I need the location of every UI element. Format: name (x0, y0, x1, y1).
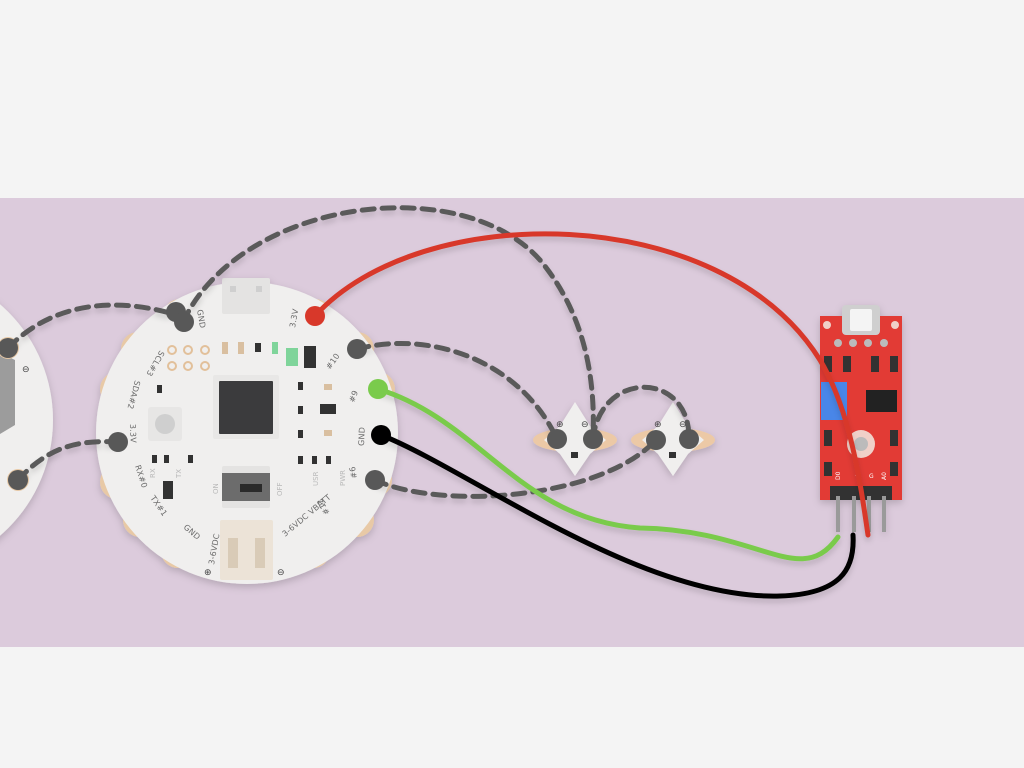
comparator-chip (866, 390, 897, 412)
partial-board-minus-label: ⊖ (22, 365, 30, 375)
solder-points (167, 345, 210, 371)
signal-wire-pad9-to-sensor[interactable] (375, 386, 841, 562)
endpoint-pad6[interactable] (365, 470, 385, 490)
battery-connector (220, 520, 273, 580)
label-gnd-right: GND (357, 427, 367, 446)
dashed-wire-partial-to-gnd[interactable] (5, 302, 183, 351)
sensor-pin-d0-label: D0 (835, 471, 842, 480)
led-rx-label: RX (149, 468, 157, 478)
sensor-pin-a0-label: A0 (881, 472, 888, 480)
neopixel-1-minus-label: ⊖ (581, 420, 589, 430)
battery-plus-label: ⊕ (204, 568, 212, 578)
switch-off-label: OFF (276, 482, 284, 496)
led-tx-label: TX (175, 469, 183, 479)
endpoint-3v3-left[interactable] (108, 432, 128, 452)
wire-endpoints (0, 302, 699, 490)
smd-components (152, 342, 336, 499)
usb-connector (222, 278, 270, 314)
power-wire-3v3-to-sensor[interactable] (312, 231, 871, 538)
slide-switch[interactable] (222, 466, 270, 508)
label-pad6: #6 (348, 466, 359, 480)
battery-minus-label: ⊖ (277, 568, 285, 578)
neopixel-2-minus-label: ⊖ (679, 420, 687, 430)
endpoint-neopixel-2-in[interactable] (646, 430, 666, 450)
led-pwr-label: PWR (339, 470, 347, 486)
sensor-pin-g-label: G (869, 473, 874, 480)
dashed-wire-pad10-to-neopixel[interactable] (354, 341, 560, 442)
dashed-wire-partial-to-3v3[interactable] (15, 439, 121, 483)
endpoint-gnd-top-b[interactable] (174, 312, 194, 332)
switch-on-label: ON (212, 483, 220, 494)
neopixel-2-plus-label: ⊕ (654, 420, 662, 430)
endpoint-pad9[interactable] (368, 379, 388, 399)
endpoint-neopixel-1-in[interactable] (547, 429, 567, 449)
label-3v3-left: 3.3V (128, 424, 138, 444)
led-usr-label: USR (312, 471, 320, 486)
neopixel-1-plus-label: ⊕ (556, 420, 564, 430)
label-3v3-top: 3.3V (288, 308, 300, 329)
endpoint-pad10[interactable] (347, 339, 367, 359)
dashed-wire-pad6-to-neopixel[interactable] (372, 437, 659, 499)
label-pad9: #9 (347, 389, 360, 404)
endpoint-3v3-top[interactable] (305, 306, 325, 326)
endpoint-partial-top[interactable] (0, 338, 18, 358)
ground-wire-gnd-to-sensor[interactable] (378, 432, 856, 599)
endpoint-gnd-right[interactable] (371, 425, 391, 445)
dashed-wire-neopixel-link[interactable] (590, 384, 692, 442)
endpoint-partial-bottom[interactable] (8, 470, 28, 490)
endpoint-neopixel-1-out[interactable] (583, 429, 603, 449)
label-gnd-top: GND (195, 309, 207, 329)
wires (5, 205, 871, 599)
endpoint-neopixel-2-out[interactable] (679, 429, 699, 449)
